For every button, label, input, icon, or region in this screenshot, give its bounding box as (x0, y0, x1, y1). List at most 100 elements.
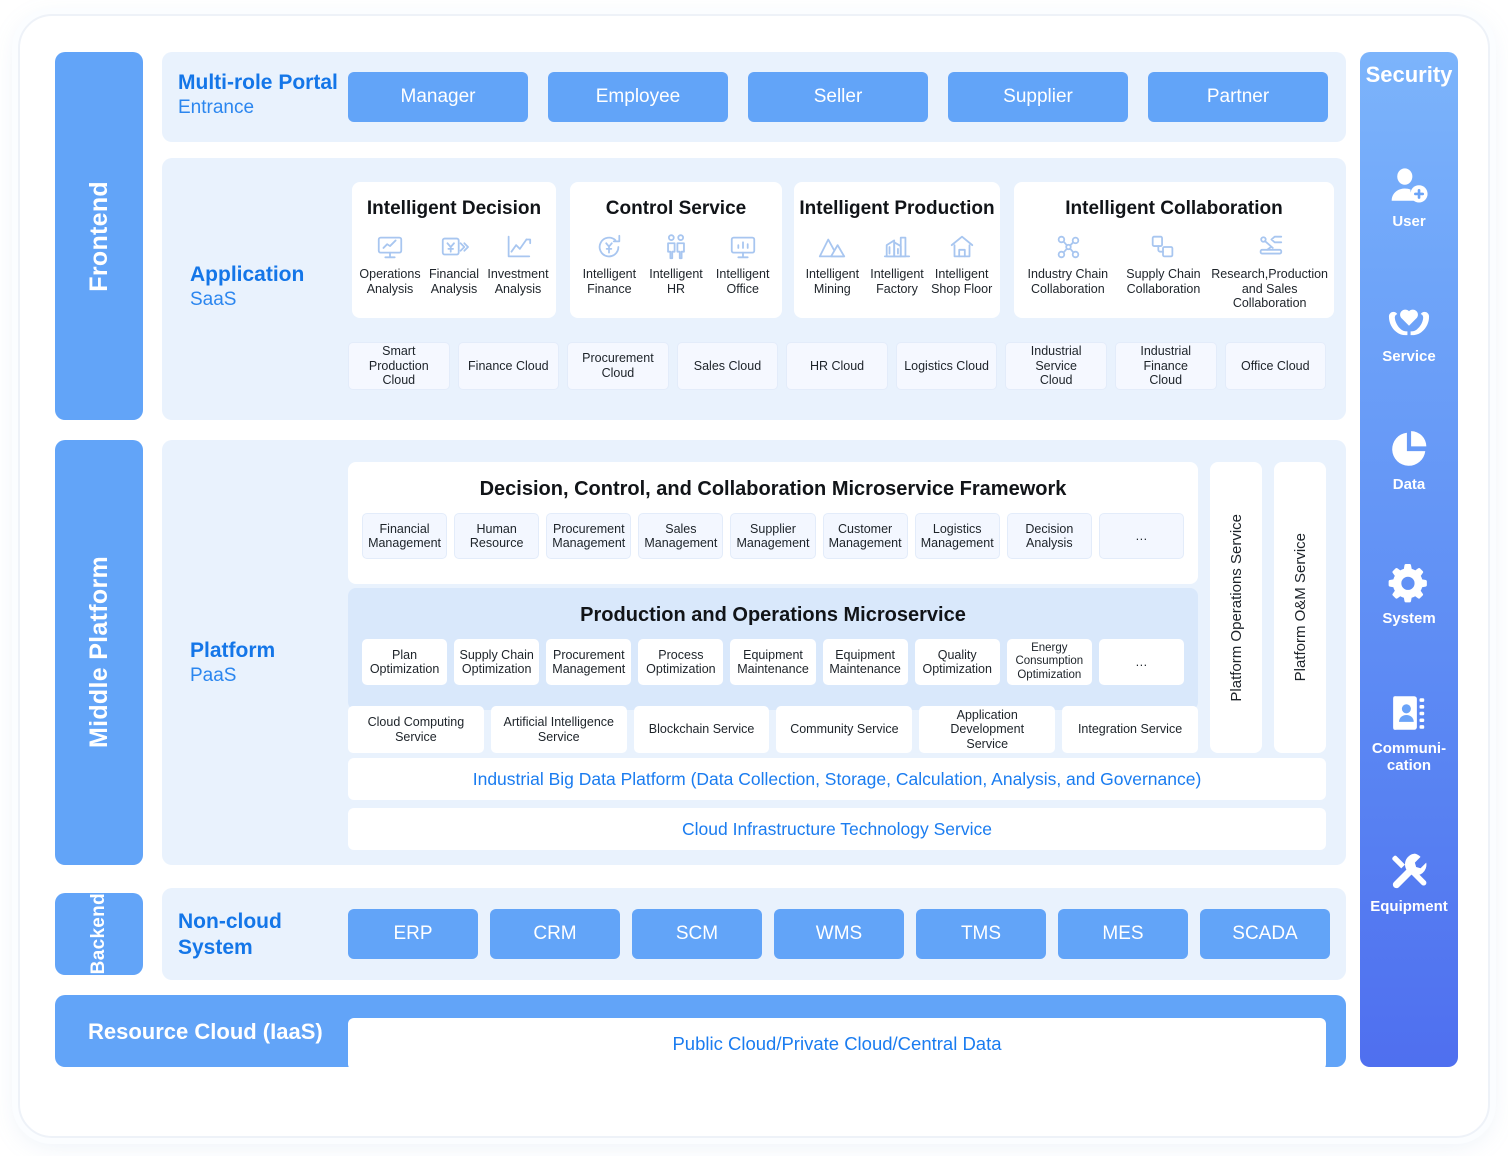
security-item-label: Equipment (1370, 898, 1448, 915)
contact-book-icon (1388, 692, 1430, 734)
platform-service-chip[interactable]: Cloud Computing Service (348, 706, 484, 753)
platform-service-chip[interactable]: Artificial Intelligence Service (490, 706, 627, 753)
application-label: Application SaaS (190, 262, 350, 312)
platform-service-chip[interactable]: Application Development Service (919, 706, 1056, 753)
security-item-user[interactable]: User (1360, 165, 1458, 231)
non-cloud-system-wms[interactable]: WMS (774, 909, 904, 959)
microservice-chip[interactable]: … (1098, 513, 1184, 559)
microservice-chip[interactable]: Human Resource (454, 513, 540, 559)
non-cloud-system-erp[interactable]: ERP (348, 909, 478, 959)
application-feature-label: Investment Analysis (487, 267, 549, 296)
microservice-chip[interactable]: Decision Analysis (1006, 513, 1092, 559)
platform-om-service-column: Platform O&M Service (1274, 462, 1326, 753)
application-cloud-chip[interactable]: Smart Production Cloud (348, 342, 450, 390)
security-item-system[interactable]: System (1360, 562, 1458, 628)
yen-refresh-icon (592, 232, 626, 262)
application-feature-label: Intelligent HR (649, 267, 703, 296)
application-cloud-chip[interactable]: Sales Cloud (676, 342, 779, 390)
production-operations-chip[interactable]: Energy Consumption Optimization (1006, 639, 1092, 685)
microservice-framework-title: Decision, Control, and Collaboration Mic… (479, 478, 1067, 500)
portal-role-employee[interactable]: Employee (548, 72, 728, 122)
application-feature-item[interactable]: Intelligent Finance (576, 232, 643, 296)
application-feature-item[interactable]: Investment Analysis (486, 232, 550, 296)
production-operations-chip[interactable]: Process Optimization (638, 639, 724, 685)
security-item-label: Communi- cation (1371, 740, 1447, 774)
production-operations-chip[interactable]: Equipment Maintenance (822, 639, 908, 685)
layer-rail-middle-platform: Middle Platform (55, 440, 143, 865)
layer-rail-backend: Backend (55, 893, 143, 975)
portal-role-seller[interactable]: Seller (748, 72, 928, 122)
application-feature-item[interactable]: Supply Chain Collaboration (1116, 232, 1212, 296)
user-add-icon (1388, 165, 1430, 207)
production-operations-chip[interactable]: Equipment Maintenance (730, 639, 816, 685)
security-item-service[interactable]: Service (1360, 300, 1458, 366)
production-operations-chip[interactable]: … (1098, 639, 1184, 685)
application-feature-label: Intelligent Shop Floor (931, 267, 993, 296)
production-operations-chip[interactable]: Supply Chain Optimization (454, 639, 540, 685)
application-feature-item[interactable]: Intelligent Factory (865, 232, 930, 296)
application-cloud-chip[interactable]: Industrial Service Cloud (1005, 342, 1107, 390)
application-cloud-chip[interactable]: Procurement Cloud (567, 342, 669, 390)
application-card-title: Control Service (605, 198, 747, 219)
microservice-chip[interactable]: Financial Management (362, 513, 448, 559)
microservice-chip[interactable]: Procurement Management (546, 513, 632, 559)
platform-service-chip[interactable]: Integration Service (1062, 706, 1198, 753)
application-feature-label: Intelligent Finance (582, 267, 637, 296)
line-chart-icon (501, 232, 535, 262)
stacked-squares-icon (1146, 232, 1180, 262)
application-feature-item[interactable]: Intelligent Mining (800, 232, 865, 296)
application-feature-label: Research,Production and Sales Collaborat… (1211, 267, 1329, 310)
platform-operations-service-label: Platform Operations Service (1227, 513, 1245, 702)
application-cloud-chip[interactable]: HR Cloud (786, 342, 888, 390)
non-cloud-system-tms[interactable]: TMS (916, 909, 1046, 959)
application-feature-item[interactable]: Intelligent Shop Floor (929, 232, 994, 296)
production-operations-title: Production and Operations Microservice (580, 604, 966, 626)
application-feature-item[interactable]: Financial Analysis (422, 232, 486, 296)
application-cloud-chip[interactable]: Industrial Finance Cloud (1114, 342, 1217, 390)
security-item-equipment[interactable]: Equipment (1360, 850, 1458, 916)
production-operations-chip[interactable]: Plan Optimization (362, 639, 448, 685)
non-cloud-system-mes[interactable]: MES (1058, 909, 1188, 959)
portal-role-manager[interactable]: Manager (348, 72, 528, 122)
yen-forward-icon (437, 232, 471, 262)
production-operations-chip[interactable]: Procurement Management (546, 639, 632, 685)
layer-rail-frontend-label: Frontend (84, 180, 113, 292)
robot-arm-icon (1253, 232, 1287, 262)
microservice-chip[interactable]: Supplier Management (730, 513, 816, 559)
application-feature-item[interactable]: Research,Production and Sales Collaborat… (1211, 232, 1328, 311)
platform-service-chip[interactable]: Blockchain Service (633, 706, 770, 753)
application-cloud-chip[interactable]: Finance Cloud (457, 342, 560, 390)
non-cloud-system-title-line2: System (178, 936, 253, 960)
application-feature-label: Supply Chain Collaboration (1126, 267, 1201, 296)
production-operations-chip[interactable]: Quality Optimization (914, 639, 1000, 685)
microservice-chip[interactable]: Customer Management (822, 513, 908, 559)
microservice-chip[interactable]: Sales Management (638, 513, 724, 559)
layer-rail-backend-label: Backend (88, 893, 109, 975)
application-feature-label: Intelligent Factory (870, 267, 924, 296)
portal-role-partner[interactable]: Partner (1148, 72, 1328, 122)
multi-role-portal-subtitle: Entrance (178, 97, 255, 119)
application-cloud-chip[interactable]: Logistics Cloud (895, 342, 998, 390)
application-feature-item[interactable]: Operations Analysis (358, 232, 422, 296)
tools-icon (1388, 850, 1430, 892)
security-item-label: User (1392, 213, 1426, 230)
application-feature-item[interactable]: Intelligent HR (643, 232, 710, 296)
application-cloud-chip[interactable]: Office Cloud (1224, 342, 1327, 390)
non-cloud-system-crm[interactable]: CRM (490, 909, 620, 959)
security-item-label: Service (1382, 348, 1436, 365)
platform-service-chip[interactable]: Community Service (776, 706, 913, 753)
microservice-chip[interactable]: Logistics Management (914, 513, 1000, 559)
application-feature-item[interactable]: Industry Chain Collaboration (1020, 232, 1116, 296)
non-cloud-system-scm[interactable]: SCM (632, 909, 762, 959)
non-cloud-system-scada[interactable]: SCADA (1200, 909, 1330, 959)
application-feature-item[interactable]: Intelligent Office (709, 232, 776, 296)
security-item-communication[interactable]: Communi- cation (1360, 692, 1458, 774)
security-item-data[interactable]: Data (1360, 428, 1458, 494)
multi-role-portal-label: Multi-role Portal Entrance (178, 70, 358, 120)
portal-role-supplier[interactable]: Supplier (948, 72, 1128, 122)
